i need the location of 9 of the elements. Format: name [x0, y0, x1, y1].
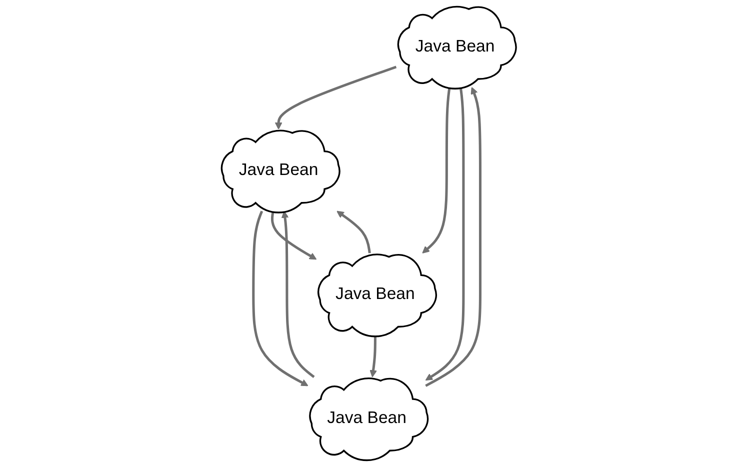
arrow — [336, 210, 372, 254]
arrow — [282, 210, 315, 378]
arrow — [370, 335, 378, 378]
arrow — [275, 66, 397, 130]
arrow — [426, 87, 465, 381]
arrow — [271, 211, 317, 260]
arrow — [425, 86, 482, 387]
arrow — [422, 87, 451, 254]
arrow — [252, 210, 308, 386]
